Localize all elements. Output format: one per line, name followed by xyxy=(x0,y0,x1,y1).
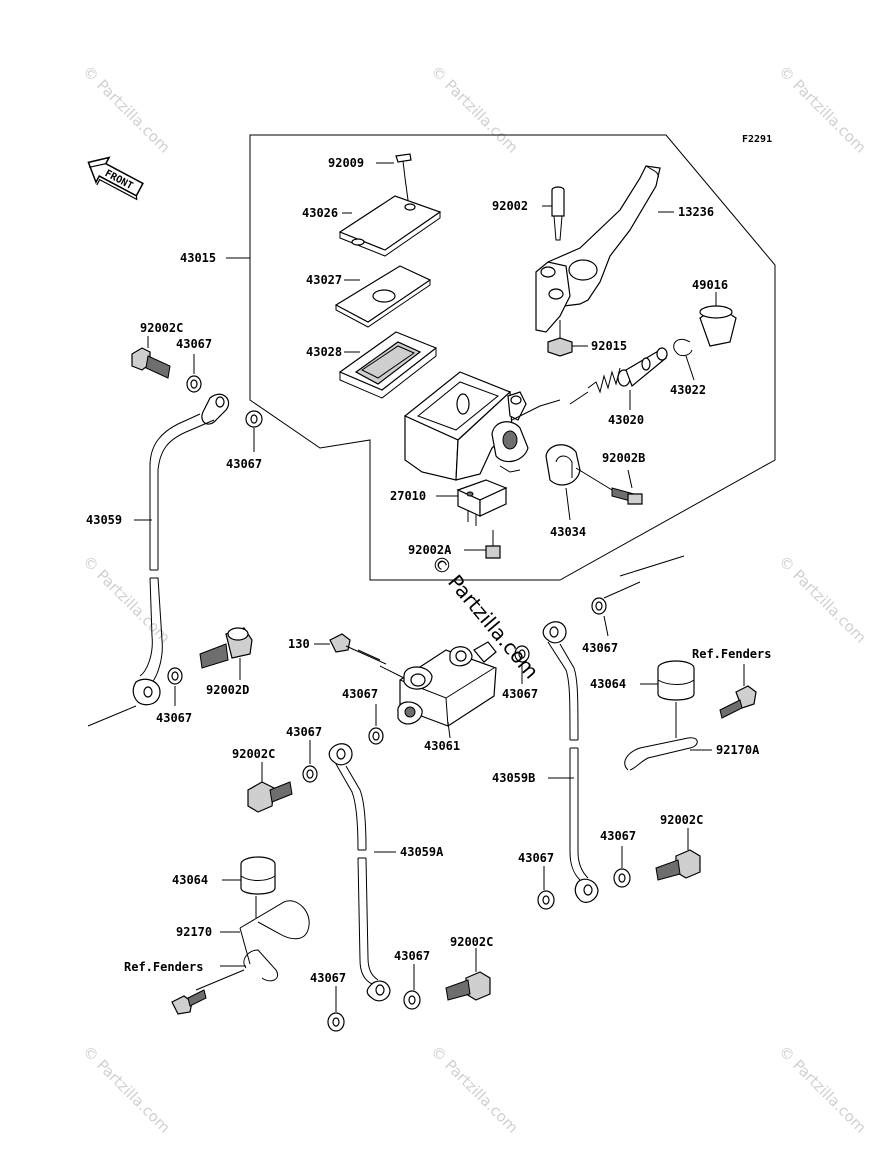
label-92002C-upper: 92002C xyxy=(140,321,183,335)
label-43067-lower-right-a: 43067 xyxy=(518,851,554,865)
label-43067-joint-right: 43067 xyxy=(502,687,538,701)
clamp-43034 xyxy=(545,444,581,521)
label-43027: 43027 xyxy=(306,273,342,287)
washer-43067-upper xyxy=(186,354,202,393)
label-130: 130 xyxy=(288,637,310,651)
label-43028: 43028 xyxy=(306,345,342,359)
watermark-bottom-right: © Partzilla.com xyxy=(775,1042,870,1137)
label-43022: 43022 xyxy=(670,383,706,397)
label-43067-top-right: 43067 xyxy=(582,641,618,655)
label-49016: 49016 xyxy=(692,278,728,292)
banjo-bolt-92002C-middle xyxy=(247,762,293,813)
label-92002: 92002 xyxy=(492,199,528,213)
clamp-92170A xyxy=(624,702,712,771)
brake-lever-13236 xyxy=(535,165,674,333)
circlip-43022 xyxy=(673,338,695,381)
label-92170A: 92170A xyxy=(716,743,760,757)
washer-43067-joint-right xyxy=(514,645,530,684)
brake-switch-27010 xyxy=(436,479,508,526)
front-arrow-icon: FRONT xyxy=(87,156,144,201)
washer-43067-bottom-left xyxy=(327,986,345,1032)
label-43067-left-lower: 43067 xyxy=(156,711,192,725)
watermark-top-right: © Partzilla.com xyxy=(775,62,870,157)
label-43020: 43020 xyxy=(608,413,644,427)
label-43067-middle-left: 43067 xyxy=(286,725,322,739)
watermark-top-center: © Partzilla.com xyxy=(427,62,522,157)
banjo-bolt-92002C-bottom xyxy=(445,948,491,1001)
label-92002D: 92002D xyxy=(206,683,249,697)
assembly-outline xyxy=(249,134,776,581)
washer-43067-lower-right-a xyxy=(537,866,555,910)
bolt-92002B xyxy=(575,467,643,505)
label-43067-lower-right-b: 43067 xyxy=(600,829,636,843)
clamp-92170 xyxy=(220,896,310,982)
label-92002C-bottom: 92002C xyxy=(450,935,493,949)
brake-hose-43059A xyxy=(328,743,396,1002)
reservoir-cap-43026 xyxy=(338,195,442,257)
label-92002C-middle: 92002C xyxy=(232,747,275,761)
dust-boot-49016 xyxy=(699,292,737,347)
grommet-43064-upper xyxy=(640,660,695,701)
label-43059A: 43059A xyxy=(400,845,444,859)
bolt-92002D xyxy=(199,627,253,680)
label-43034: 43034 xyxy=(550,525,586,539)
label-43015: 43015 xyxy=(180,251,216,265)
watermark-top-left: © Partzilla.com xyxy=(79,62,174,157)
label-43064-upper: 43064 xyxy=(590,677,626,691)
screw-92002A xyxy=(464,530,501,559)
washer-43067-top-right xyxy=(591,555,685,637)
label-43067-center: 43067 xyxy=(342,687,378,701)
label-ref-fenders-lower: Ref.Fenders xyxy=(124,960,203,974)
fender-bolt-upper xyxy=(719,664,757,719)
watermark-bottom-left: © Partzilla.com xyxy=(79,1042,174,1137)
grommet-43064-lower xyxy=(222,856,276,895)
washer-43067-center xyxy=(368,704,384,745)
label-43067-bottom-left: 43067 xyxy=(310,971,346,985)
watermark-bottom-center: © Partzilla.com xyxy=(427,1042,522,1137)
banjo-bolt-92002C-upper xyxy=(131,336,171,379)
figure-code: F2291 xyxy=(742,134,772,145)
diaphragm-43028 xyxy=(338,331,438,399)
piston-kit-43020 xyxy=(569,347,668,410)
washer-43067-left-lower xyxy=(87,667,183,727)
bolt-130 xyxy=(314,633,387,665)
brake-hose-43059 xyxy=(132,393,230,706)
label-92009: 92009 xyxy=(328,156,364,170)
washer-43067-hose-top xyxy=(245,410,263,452)
label-13236: 13236 xyxy=(678,205,714,219)
fender-bolt-lower xyxy=(171,965,246,1015)
brake-joint-43061 xyxy=(379,641,497,739)
label-43026: 43026 xyxy=(302,206,338,220)
washer-43067-middle-left xyxy=(302,740,318,783)
nut-92015 xyxy=(547,320,588,357)
label-43059: 43059 xyxy=(86,513,122,527)
label-43067-upper: 43067 xyxy=(176,337,212,351)
screw-92009 xyxy=(376,153,412,201)
brake-hose-43059B xyxy=(542,621,599,903)
label-43067-bottom-right: 43067 xyxy=(394,949,430,963)
label-43067-hose-top: 43067 xyxy=(226,457,262,471)
watermark-mid-right: © Partzilla.com xyxy=(775,552,870,647)
label-92002B: 92002B xyxy=(602,451,645,465)
label-92002C-lower-right: 92002C xyxy=(660,813,703,827)
pivot-bolt-92002 xyxy=(542,186,565,241)
diaphragm-plate-43027 xyxy=(334,265,432,328)
label-92015: 92015 xyxy=(591,339,627,353)
banjo-bolt-92002C-lower-right xyxy=(655,828,701,881)
washer-43067-lower-right-b xyxy=(613,846,631,888)
washer-43067-bottom-right xyxy=(403,964,421,1010)
master-cylinder-body xyxy=(403,371,561,481)
label-43059B: 43059B xyxy=(492,771,535,785)
label-43061: 43061 xyxy=(424,739,460,753)
label-27010: 27010 xyxy=(390,489,426,503)
label-92002A: 92002A xyxy=(408,543,452,557)
label-43064-lower: 43064 xyxy=(172,873,208,887)
label-ref-fenders-upper: Ref.Fenders xyxy=(692,647,771,661)
label-92170: 92170 xyxy=(176,925,212,939)
